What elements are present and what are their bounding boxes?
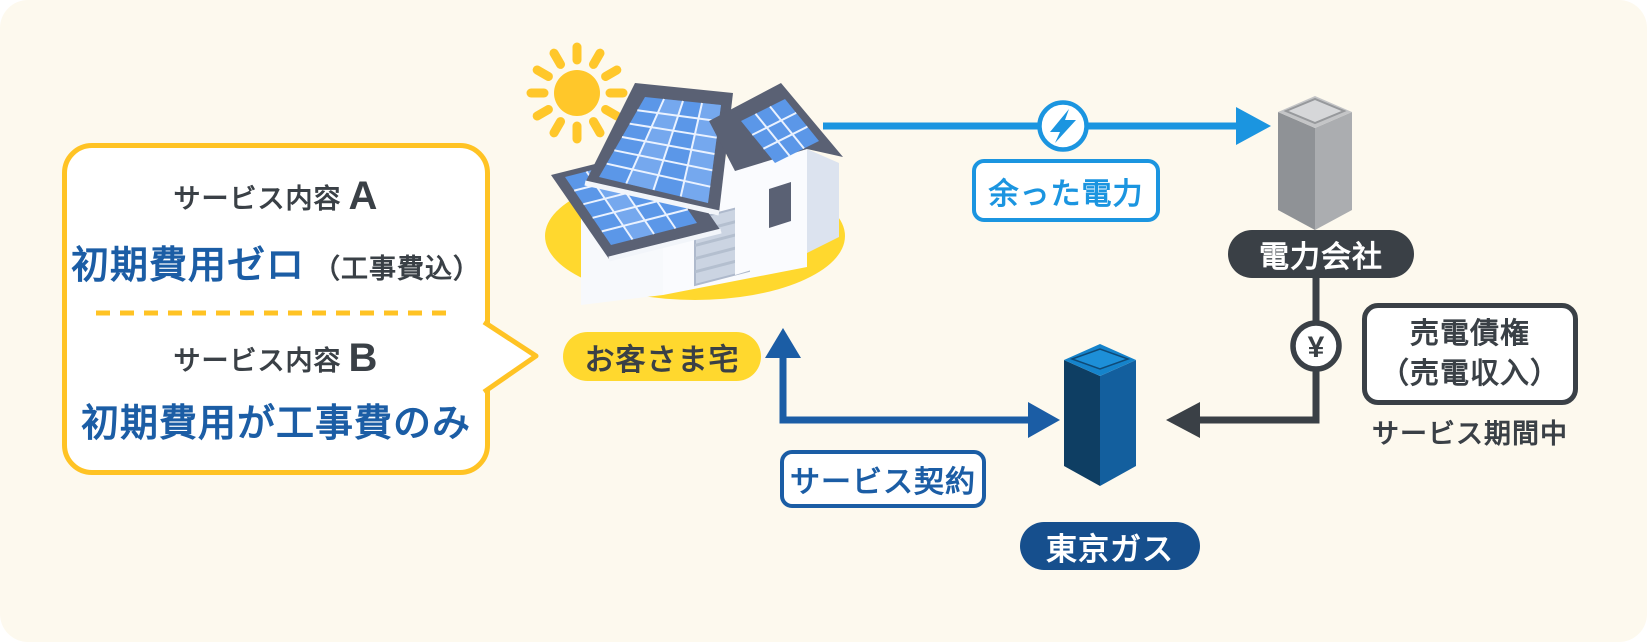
surplus-power-arrow xyxy=(823,107,1271,145)
sun-icon xyxy=(526,42,628,144)
customer-home-text: お客さま宅 xyxy=(584,343,740,377)
service-a-letter: A xyxy=(348,173,379,218)
solar-panel-right xyxy=(741,99,819,163)
surplus-power-tag: 余った電力 xyxy=(972,159,1160,222)
service-a-main-line: 初期費用ゼロ （工事費込） xyxy=(67,234,485,287)
tokyo-gas-building xyxy=(1064,344,1136,486)
power-company-building xyxy=(1278,96,1352,230)
service-period-caption: サービス期間中 xyxy=(1352,412,1588,451)
service-a-label: サービス内容 xyxy=(173,183,342,214)
tokyo-gas-label: 東京ガス xyxy=(1020,522,1200,570)
tokyo-gas-text: 東京ガス xyxy=(1046,531,1174,567)
service-period-text: サービス期間中 xyxy=(1372,419,1568,449)
house-window xyxy=(769,182,791,228)
callout-divider xyxy=(96,310,456,316)
service-b-letter: B xyxy=(348,335,379,380)
service-contract-tag: サービス契約 xyxy=(780,450,986,508)
yen-icon: ¥ xyxy=(1290,320,1342,372)
sale-credit-line1: 売電債権 xyxy=(1409,318,1530,350)
callout-pointer xyxy=(482,319,539,395)
solar-house-illustration xyxy=(545,83,845,305)
power-company-text: 電力会社 xyxy=(1259,241,1383,274)
service-a-note: （工事費込） xyxy=(313,254,481,284)
service-contract-arrow xyxy=(765,328,1060,438)
service-a-main: 初期費用ゼロ xyxy=(70,245,305,287)
lightning-icon xyxy=(1037,100,1089,152)
sale-credit-line2: （売電収入） xyxy=(1379,358,1560,390)
service-contract-text: サービス契約 xyxy=(790,466,976,499)
solar-panel-main xyxy=(599,97,721,203)
yen-symbol: ¥ xyxy=(1308,331,1325,364)
power-company-label: 電力会社 xyxy=(1228,230,1414,278)
customer-home-label: お客さま宅 xyxy=(563,332,761,381)
service-b-main-line: 初期費用が工事費のみ xyxy=(67,392,485,445)
surplus-power-text: 余った電力 xyxy=(988,177,1144,211)
service-b-label: サービス内容 xyxy=(173,345,342,376)
service-b-main: 初期費用が工事費のみ xyxy=(80,403,471,445)
sale-credit-tag: 売電債権 （売電収入） xyxy=(1362,303,1578,405)
